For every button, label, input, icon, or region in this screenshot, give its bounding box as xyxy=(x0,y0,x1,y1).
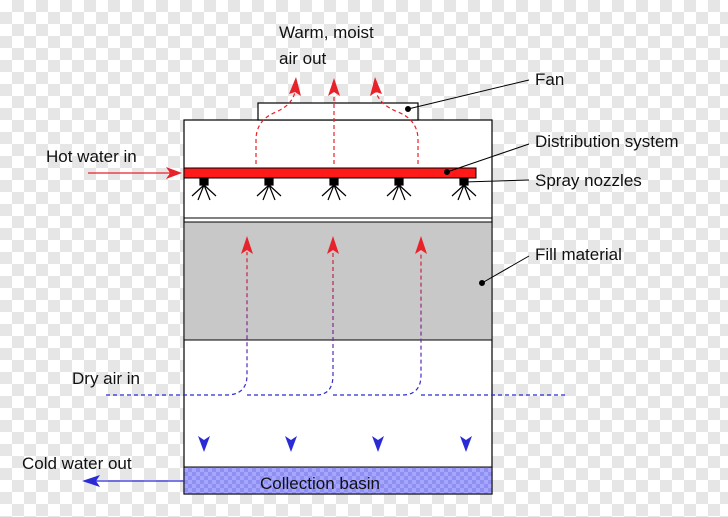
rising-air-arrowheads xyxy=(241,236,427,254)
leader-lines xyxy=(405,79,530,286)
rising-air-group xyxy=(106,252,565,396)
spray-nozzle xyxy=(191,177,217,201)
dry-air-in-label: Dry air in xyxy=(72,369,141,388)
arrowhead xyxy=(460,436,472,452)
collection-basin-label: Collection basin xyxy=(260,474,381,493)
spray-nozzle xyxy=(321,177,347,201)
arrowhead xyxy=(82,475,100,487)
fill-material-label: Fill material xyxy=(535,245,622,264)
collection-basin xyxy=(183,466,493,495)
arrowhead xyxy=(198,436,210,452)
arrowhead xyxy=(285,436,297,452)
cold-water-out-label: Cold water out xyxy=(22,454,132,473)
fan-label: Fan xyxy=(535,70,565,89)
spray-nozzles-label: Spray nozzles xyxy=(535,171,642,190)
hot-water-in-label: Hot water in xyxy=(46,147,137,166)
arrowhead xyxy=(372,436,384,452)
fan-housing xyxy=(257,102,419,121)
rising-air-path xyxy=(247,252,334,396)
distribution-pipe xyxy=(183,167,477,179)
spray-nozzle xyxy=(256,177,282,201)
distribution-system-label: Distribution system xyxy=(535,132,679,151)
rising-air-path xyxy=(106,252,248,396)
warm-air-path xyxy=(255,91,296,164)
falling-water-group xyxy=(198,238,472,452)
rising-air-path xyxy=(332,252,422,396)
air-out-label-line1: Warm, moist xyxy=(279,23,374,42)
arrowhead xyxy=(166,167,182,179)
warm-air-out-group xyxy=(255,91,419,164)
fill-material-block xyxy=(183,221,493,341)
spray-nozzle xyxy=(386,177,412,201)
warm-air-arrowheads xyxy=(289,77,382,96)
warm-air-path xyxy=(375,91,419,164)
air-out-label-line2: air out xyxy=(279,49,327,68)
